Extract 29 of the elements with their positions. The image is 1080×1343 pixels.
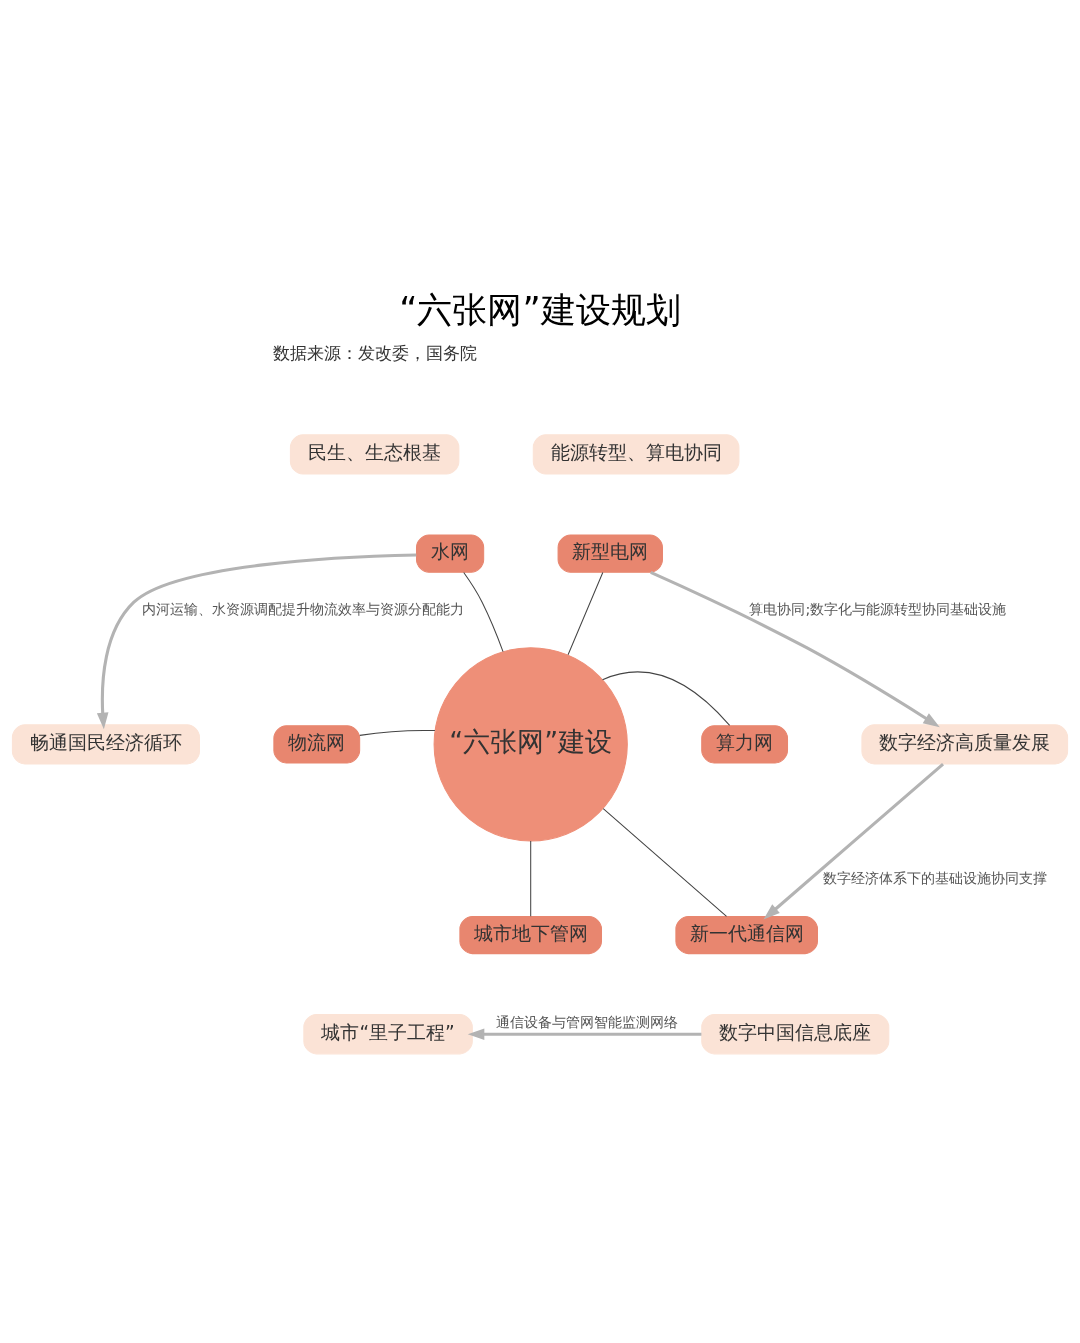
connector (463, 571, 504, 652)
label: 数据来源：发改委，国务院 (272, 343, 477, 363)
connector (530, 840, 532, 917)
edge-label: 数字经济体系下的基础设施协同支撑 (823, 869, 1048, 886)
arrow (650, 570, 940, 727)
diagram-title: “六张网”建设规划 (399, 288, 681, 330)
node-box: 数字经济高质量发展 (861, 723, 1069, 764)
node-circle: “六张网”建设 (433, 646, 628, 841)
arrow (467, 1027, 702, 1040)
connector (359, 729, 436, 736)
arrow (763, 762, 945, 919)
node-box: 新一代通信网 (675, 915, 818, 954)
node-box: 水网 (416, 534, 485, 573)
node-box: 城市“里子工程” (303, 1013, 473, 1054)
node-box: 城市地下管网 (459, 915, 602, 954)
edge-label: 算电协同;数字化与能源转型协同基础设施 (749, 600, 1007, 617)
node-box: 民生、生态根基 (289, 433, 460, 475)
node-box: 新型电网 (557, 534, 663, 573)
node-box: 算力网 (701, 724, 789, 763)
node-box: 畅通国民经济循环 (11, 723, 200, 764)
node-box: 数字中国信息底座 (701, 1013, 890, 1054)
arrow (96, 553, 417, 729)
connector (602, 670, 731, 726)
connector (602, 807, 728, 917)
edge-label: 通信设备与管网智能监测网络 (496, 1013, 679, 1030)
edge-label: 内河运输、水资源调配提升物流效率与资源分配能力 (142, 600, 465, 617)
node-box: 能源转型、算电协同 (532, 433, 740, 475)
node-box: 物流网 (273, 724, 361, 763)
connector (567, 571, 604, 655)
